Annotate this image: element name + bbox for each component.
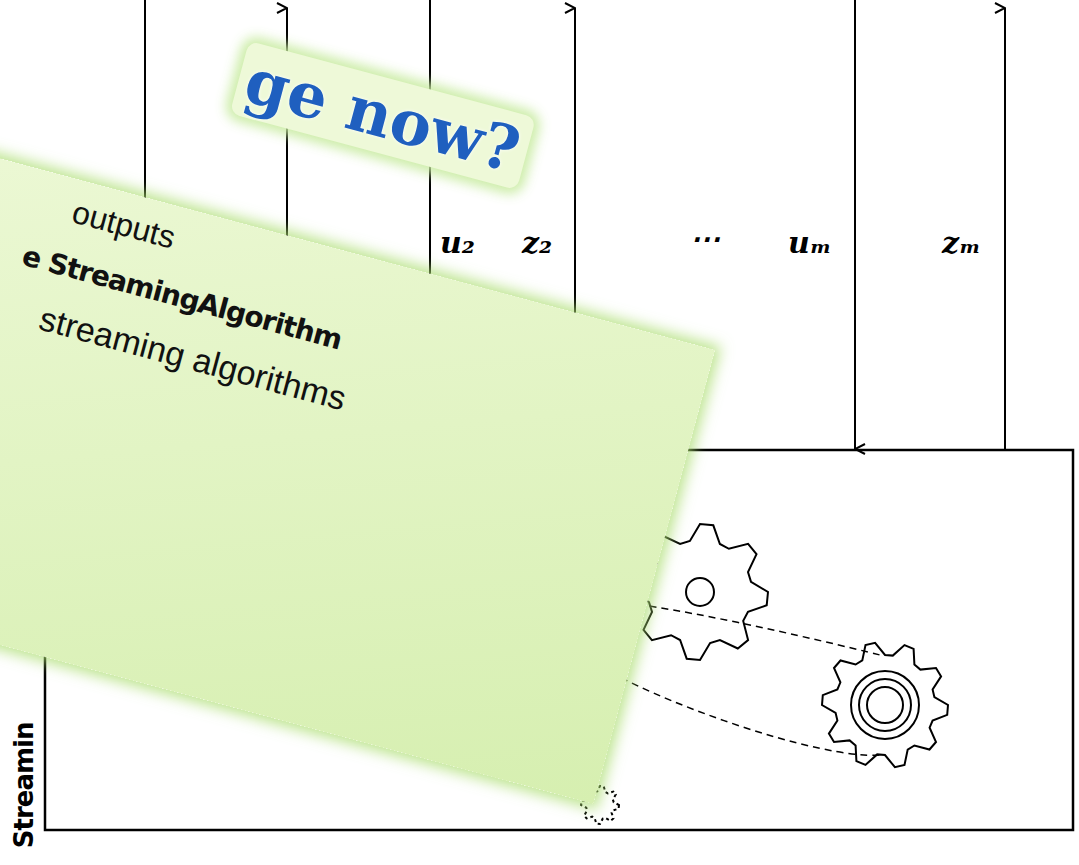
- bullet-text: outputs: [68, 194, 179, 257]
- output-symbol: z₂: [520, 226, 554, 259]
- gear-ring: [851, 671, 919, 739]
- output-arrow: [574, 8, 576, 330]
- gear-ring: [859, 679, 911, 731]
- gear-hub: [867, 687, 903, 723]
- ellipsis: ⋯: [688, 222, 722, 255]
- input-arrow: [854, 0, 856, 449]
- sticky-note: ge now?outputse StreamingAlgorithmstream…: [0, 91, 715, 804]
- slide-heading: ge now?: [230, 41, 536, 190]
- output-arrow: [1004, 8, 1006, 450]
- gear-hub: [686, 578, 714, 606]
- input-symbol: u₂: [438, 226, 477, 259]
- box-title: Streamin: [10, 720, 39, 850]
- output-symbol: zₘ: [940, 226, 983, 259]
- gear: [822, 643, 948, 767]
- input-symbol: uₘ: [786, 226, 834, 259]
